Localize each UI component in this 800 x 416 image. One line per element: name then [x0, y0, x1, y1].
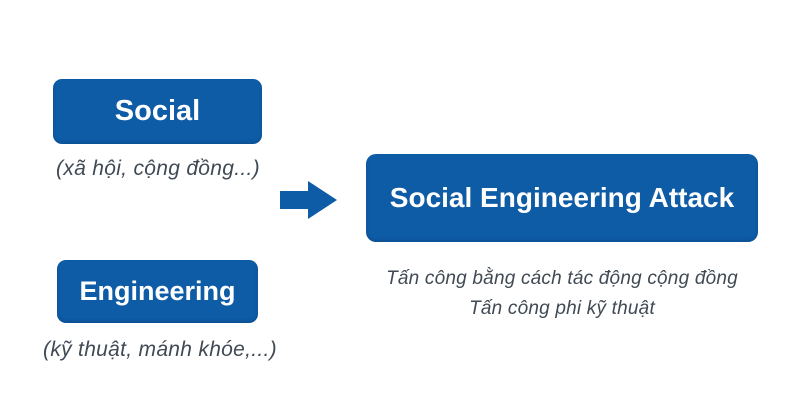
engineering-term-box: Engineering: [57, 260, 258, 323]
result-label: Social Engineering Attack: [389, 182, 735, 213]
result-description-line-1: Tấn công bằng cách tác động cộng đồng: [386, 268, 738, 289]
right-arrow-icon: [280, 180, 338, 220]
social-term-note: (xã hội, cộng đồng...): [56, 157, 260, 180]
engineering-term-note: (kỹ thuật, mánh khóe,...): [43, 338, 277, 361]
result-description-line-2: Tấn công phi kỹ thuật: [469, 298, 655, 319]
social-term-box: Social: [53, 79, 262, 144]
social-term-label: Social: [114, 95, 201, 127]
result-description: Tấn công bằng cách tác động cộng đồng Tấ…: [362, 264, 762, 324]
engineering-term-label: Engineering: [79, 276, 236, 306]
result-box: Social Engineering Attack: [366, 154, 758, 242]
